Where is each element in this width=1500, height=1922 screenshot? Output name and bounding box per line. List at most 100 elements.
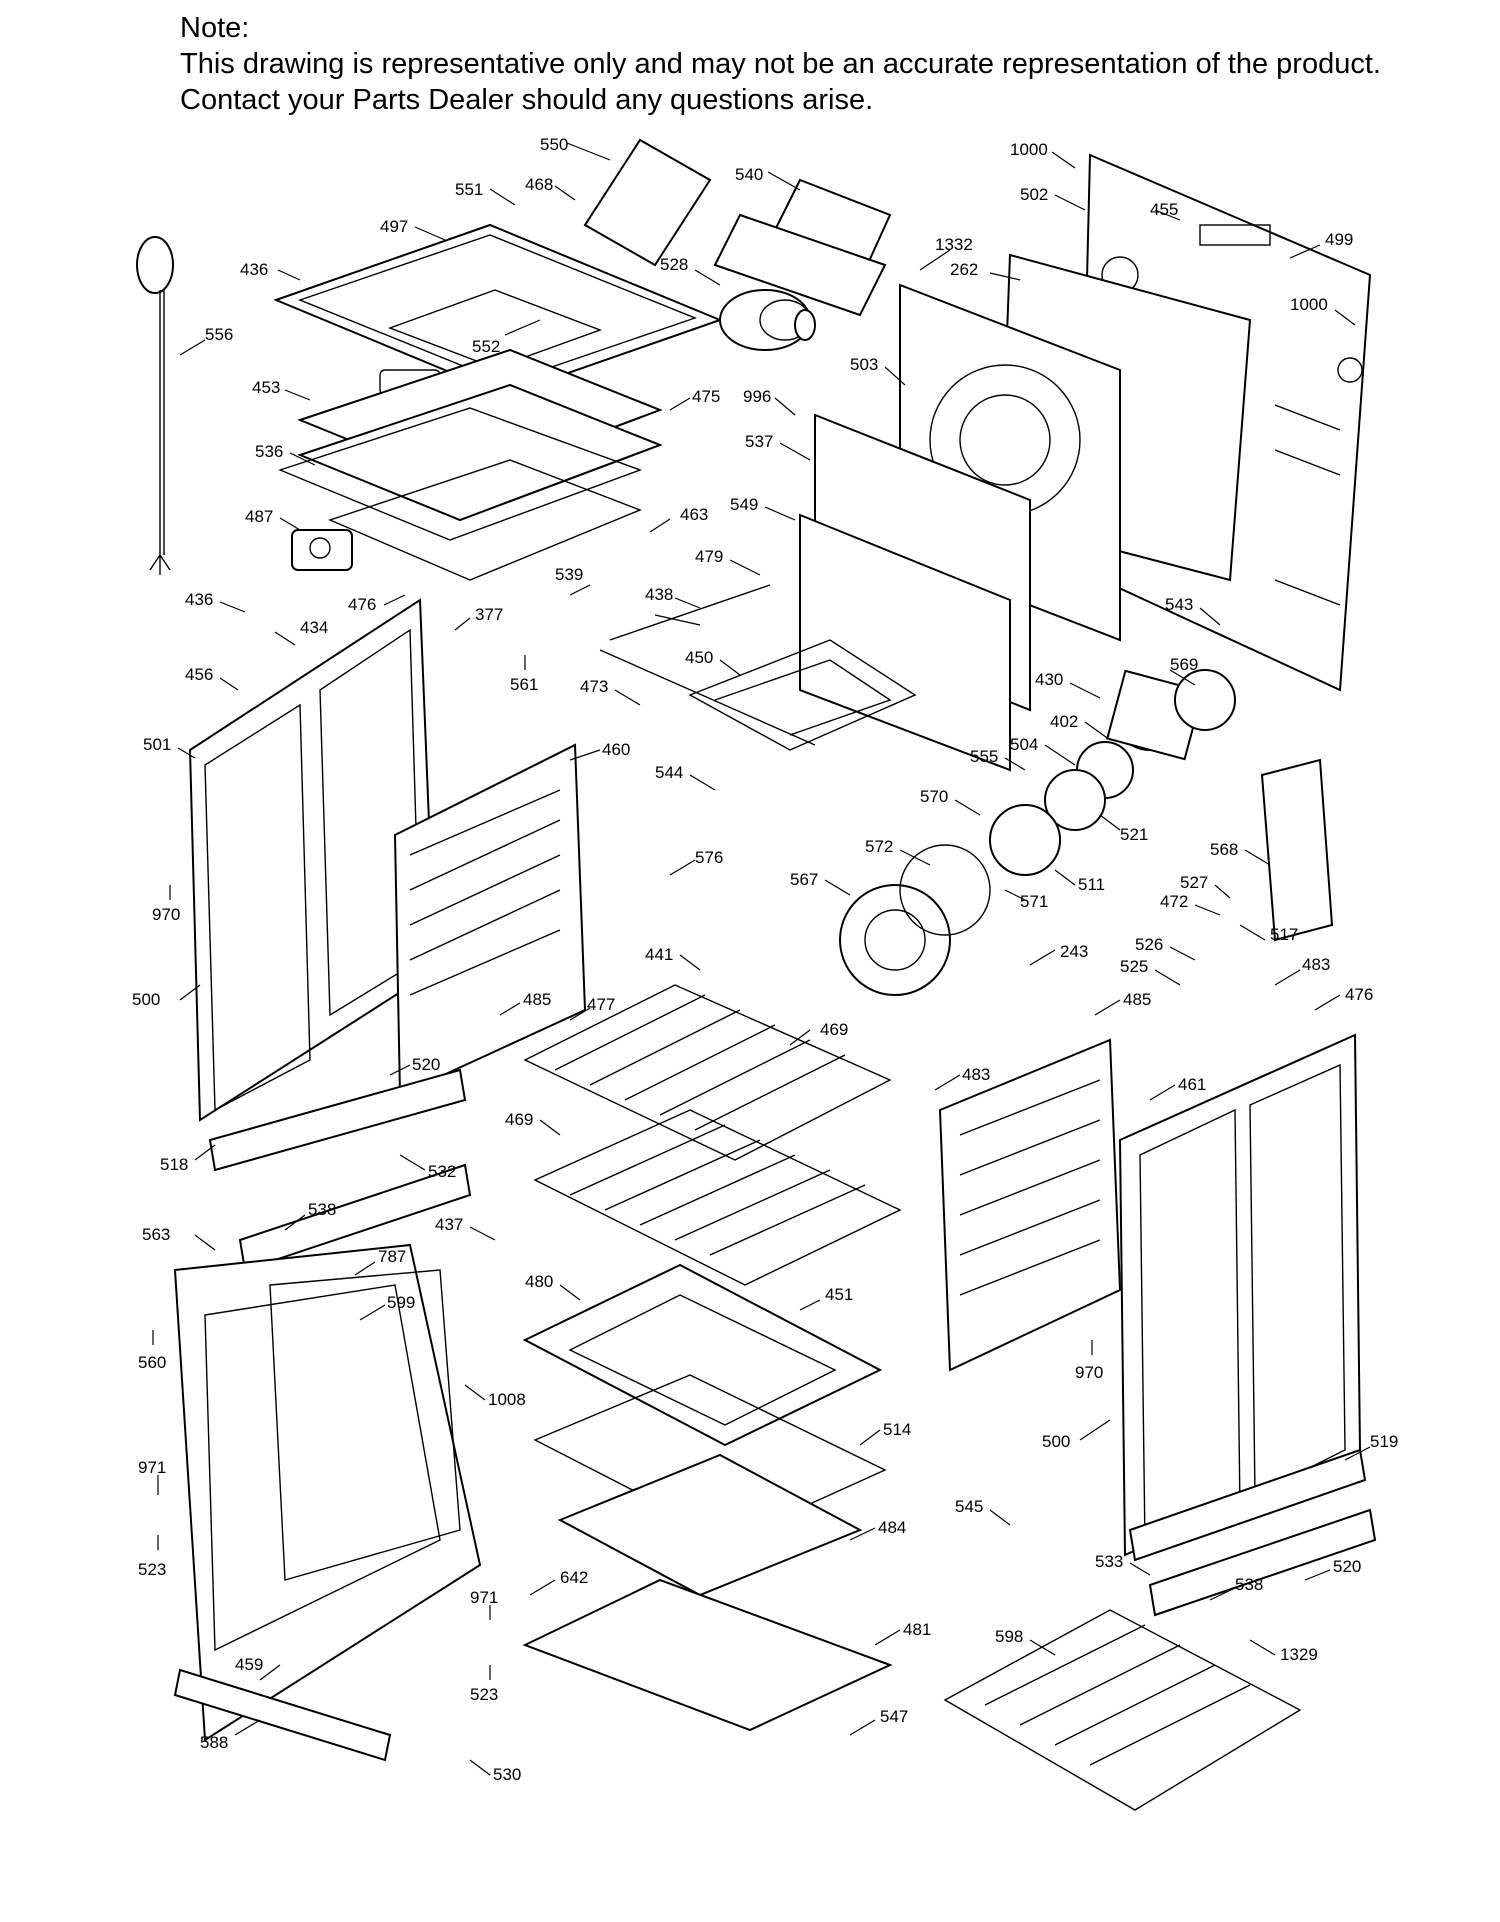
broiler-pan (522, 1263, 883, 1447)
callout: 456 (185, 665, 213, 684)
callout: 970 (152, 905, 180, 924)
right-trim-rail (1128, 1448, 1377, 1617)
callout: 550 (540, 135, 568, 154)
callout: 511 (1078, 875, 1105, 894)
callout: 537 (745, 432, 773, 451)
callout: 463 (680, 505, 708, 524)
callout: 504 (1010, 735, 1038, 754)
callout: 561 (510, 675, 538, 694)
callout: 556 (205, 325, 233, 344)
callout: 438 (645, 585, 673, 604)
convection-baffle (839, 884, 951, 996)
callout: 787 (378, 1247, 406, 1266)
callout: 567 (790, 870, 818, 889)
callout: 472 (1160, 892, 1188, 911)
callout: 243 (1060, 942, 1088, 961)
callout: 450 (685, 648, 713, 667)
callout: 461 (1178, 1075, 1206, 1094)
callout: 545 (955, 1497, 983, 1516)
callout: 497 (380, 217, 408, 236)
callout: 523 (138, 1560, 166, 1579)
callout: 970 (1075, 1363, 1103, 1382)
right-rack-support (938, 1038, 1122, 1372)
callout: 530 (493, 1765, 521, 1784)
callout: 571 (1020, 892, 1048, 911)
callout: 483 (1302, 955, 1330, 974)
callout: 552 (472, 337, 500, 356)
callout: 547 (880, 1707, 908, 1726)
callout: 560 (138, 1353, 166, 1372)
callout: 996 (743, 387, 771, 406)
top-vent-duct (583, 138, 892, 317)
callout: 503 (850, 355, 878, 374)
callout: 549 (730, 495, 758, 514)
callout: 527 (1180, 873, 1208, 892)
callout: 563 (142, 1225, 170, 1244)
callout: 532 (428, 1162, 456, 1181)
warming-drawer-rack (943, 1609, 1302, 1811)
oven-rack-upper (523, 984, 892, 1161)
callout: 539 (555, 565, 583, 584)
callout: 453 (252, 378, 280, 397)
callout: 469 (505, 1110, 533, 1129)
heating-ring (899, 844, 991, 936)
callout: 485 (1123, 990, 1151, 1009)
convection-fan-assembly (989, 669, 1236, 876)
note-line-1: This drawing is representative only and … (180, 48, 1381, 80)
callout: 526 (1135, 935, 1163, 954)
oven-rack-lower (533, 1109, 902, 1286)
callout: 1000 (1010, 140, 1048, 159)
callout: 499 (1325, 230, 1353, 249)
callout: 588 (200, 1733, 228, 1752)
callout: 430 (1035, 670, 1063, 689)
callout: 502 (1020, 185, 1048, 204)
insulation-blanket (277, 348, 663, 581)
callout: 436 (185, 590, 213, 609)
callout: 500 (1042, 1432, 1070, 1451)
callout: 451 (825, 1285, 853, 1304)
callout: 971 (470, 1588, 498, 1607)
callout: 551 (455, 180, 483, 199)
callout: 262 (950, 260, 978, 279)
door-gasket (269, 1269, 461, 1581)
callout: 543 (1165, 595, 1193, 614)
callout: 1332 (935, 235, 973, 254)
left-rack-support (393, 743, 587, 1097)
storage-drawer (522, 1453, 893, 1732)
callout: 485 (523, 990, 551, 1009)
callout: 500 (132, 990, 160, 1009)
callout: 434 (300, 618, 328, 637)
callout: 528 (660, 255, 688, 274)
power-cord (136, 236, 174, 575)
callout: 468 (525, 175, 553, 194)
convection-fan-motor (719, 289, 816, 351)
vent-cover (1260, 758, 1334, 942)
callout: 520 (1333, 1557, 1361, 1576)
callout: 1329 (1280, 1645, 1318, 1664)
callout: 480 (525, 1272, 553, 1291)
callout: 483 (962, 1065, 990, 1084)
callout: 598 (995, 1627, 1023, 1646)
bake-element (688, 639, 917, 751)
note-line-2: Contact your Parts Dealer should any que… (180, 84, 874, 116)
callout: 476 (348, 595, 376, 614)
callout: 475 (692, 387, 720, 406)
callout: 436 (240, 260, 268, 279)
callout: 514 (883, 1420, 911, 1439)
callout: 473 (580, 677, 608, 696)
callout: 538 (1235, 1575, 1263, 1594)
callout: 521 (1120, 825, 1148, 844)
disclaimer-note: Note: This drawing is representative onl… (180, 10, 1480, 118)
callout: 501 (143, 735, 171, 754)
callout: 538 (308, 1200, 336, 1219)
callout: 1008 (488, 1390, 526, 1409)
thermostat-switch (291, 529, 353, 571)
callout: 487 (245, 507, 273, 526)
callout: 441 (645, 945, 673, 964)
callout: 402 (1050, 712, 1078, 731)
callout: 523 (470, 1685, 498, 1704)
callout: 519 (1370, 1432, 1398, 1451)
note-heading: Note: (180, 12, 250, 44)
callout: 1000 (1290, 295, 1328, 314)
